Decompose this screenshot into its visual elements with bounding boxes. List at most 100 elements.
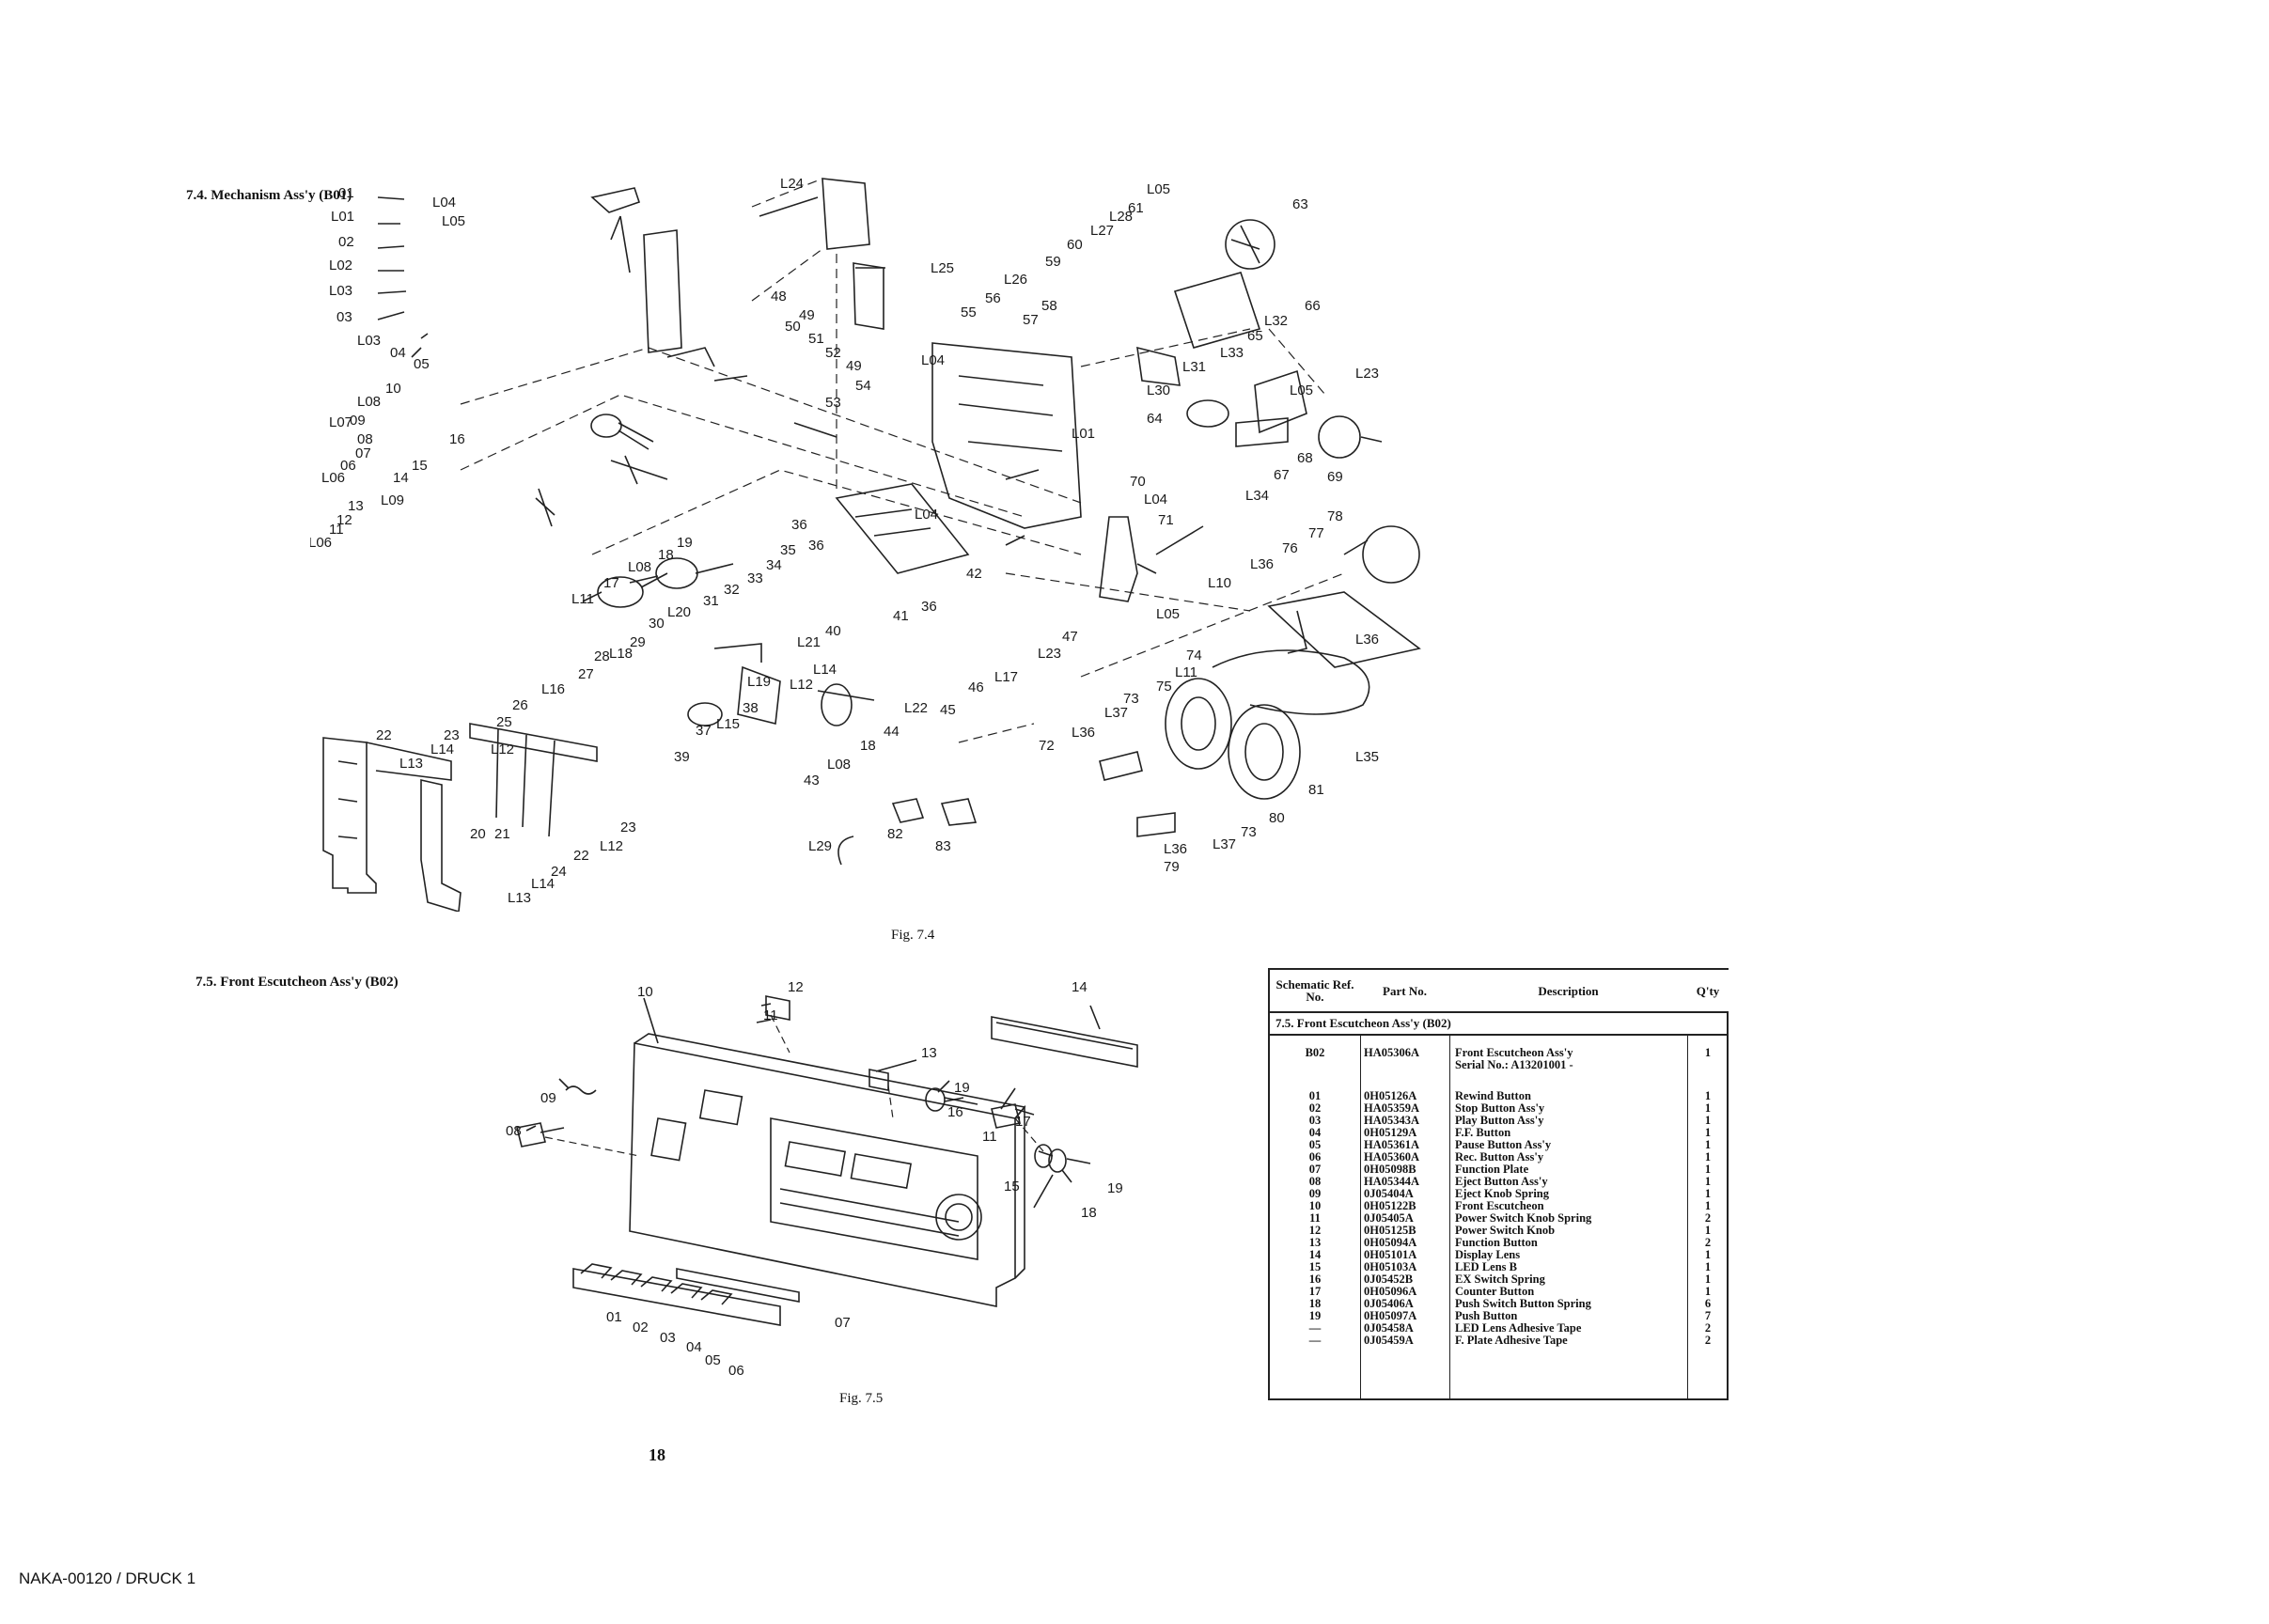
cell-description: Counter Button <box>1455 1285 1535 1298</box>
cell-description: Push Button <box>1455 1309 1518 1322</box>
callout: 03 <box>660 1330 676 1346</box>
callout: 09 <box>350 413 366 429</box>
callout: 39 <box>674 749 690 765</box>
cell-part: 0H05125B <box>1364 1224 1416 1237</box>
callout: 50 <box>785 319 801 335</box>
callout: 58 <box>1041 298 1057 314</box>
callout: 24 <box>551 864 567 880</box>
callout: 10 <box>385 381 401 397</box>
cell-ref: — <box>1308 1321 1322 1335</box>
callout: 22 <box>573 848 589 864</box>
cell-description: Display Lens <box>1455 1248 1521 1261</box>
fig75-callout-labels: 10 12 11 14 13 09 08 19 16 17 11 15 18 1… <box>506 979 1123 1379</box>
callout: 47 <box>1062 629 1078 645</box>
cell-ref: 02 <box>1308 1101 1322 1115</box>
callout: 51 <box>808 331 824 347</box>
cell-description: LED Lens B <box>1455 1260 1517 1273</box>
cell-part: 0H05094A <box>1364 1236 1417 1249</box>
callout: 48 <box>771 289 787 304</box>
callout: 37 <box>696 723 712 739</box>
callout: 33 <box>747 570 763 586</box>
callout: 82 <box>887 826 903 842</box>
callout: 32 <box>724 582 740 598</box>
callout: 02 <box>633 1320 649 1335</box>
cell-ref: 06 <box>1308 1150 1322 1163</box>
callout: 19 <box>1107 1180 1123 1196</box>
callout: 65 <box>1247 328 1263 344</box>
callout: L05 <box>1147 181 1170 197</box>
cell-qty: 2 <box>1704 1236 1712 1249</box>
fig75-front-escutcheon-diagram: 10 12 11 14 13 09 08 19 16 17 11 15 18 1… <box>506 979 1138 1379</box>
callout: 11 <box>763 1007 778 1023</box>
cell-qty: 1 <box>1704 1126 1712 1139</box>
cell-part: 0J05406A <box>1364 1297 1414 1310</box>
callout: L04 <box>1144 492 1167 508</box>
callout: 63 <box>1292 196 1308 212</box>
parts-table-section-label: 7.5. Front Escutcheon Ass'y (B02) <box>1270 1013 1727 1036</box>
cell-description: EX Switch Spring <box>1455 1273 1545 1286</box>
callout: L15 <box>716 716 740 732</box>
callout: L32 <box>1264 313 1288 329</box>
callout: 77 <box>1308 525 1324 541</box>
table-row: Serial No.: A13201001 - <box>1270 1059 1727 1071</box>
callout: 69 <box>1327 469 1343 485</box>
callout: 09 <box>540 1090 556 1106</box>
cell-part: HA05361A <box>1364 1138 1420 1151</box>
callout: 36 <box>921 599 937 615</box>
cell-description: Front Escutcheon Ass'y <box>1455 1046 1573 1059</box>
cell-ref: 04 <box>1308 1126 1322 1139</box>
callout: 07 <box>835 1315 851 1331</box>
callout: 36 <box>791 517 807 533</box>
callout: L14 <box>813 662 837 678</box>
callout: 66 <box>1305 298 1321 314</box>
callout: L07 <box>329 414 352 430</box>
callout: 35 <box>780 542 796 558</box>
callout: 38 <box>743 700 759 716</box>
cell-description: Power Switch Knob <box>1455 1224 1556 1237</box>
callout: 01 <box>606 1309 622 1325</box>
callout: 11 <box>329 522 344 538</box>
callout: 07 <box>355 445 371 461</box>
callout: L08 <box>357 394 381 410</box>
callout: L05 <box>442 213 465 229</box>
callout: L17 <box>994 669 1018 685</box>
callout: L31 <box>1182 359 1206 375</box>
fig74-callout-labels: 01 L01 02 L02 L03 03 L03 04 05 L04 L05 L… <box>310 176 1379 906</box>
cell-qty: 6 <box>1704 1297 1712 1310</box>
callout: L11 <box>1175 664 1197 680</box>
callout: L03 <box>357 333 381 349</box>
callout: 64 <box>1147 411 1163 427</box>
callout: L05 <box>1156 606 1180 622</box>
callout: 74 <box>1186 648 1202 664</box>
cell-ref: 01 <box>1308 1089 1322 1102</box>
callout: 11 <box>982 1129 997 1145</box>
fig75-caption: Fig. 7.5 <box>839 1391 884 1406</box>
callout: L26 <box>1004 272 1027 288</box>
section-title-front-escutcheon: 7.5. Front Escutcheon Ass'y (B02) <box>196 975 399 990</box>
callout: 49 <box>799 307 815 323</box>
parts-table-header: Schematic Ref. No. Part No. Description … <box>1270 970 1729 1013</box>
callout: 22 <box>376 727 392 743</box>
cell-ref: 11 <box>1309 1211 1321 1225</box>
cell-ref: 09 <box>1308 1187 1322 1200</box>
cell-qty: 1 <box>1704 1046 1712 1059</box>
callout: L04 <box>432 195 456 211</box>
callout: L25 <box>931 260 954 276</box>
callout: 18 <box>1081 1205 1097 1221</box>
callout: 16 <box>947 1104 963 1120</box>
callout: 56 <box>985 290 1001 306</box>
callout: L35 <box>1355 749 1379 765</box>
callout: L22 <box>904 700 928 716</box>
cell-description: Eject Knob Spring <box>1455 1187 1550 1200</box>
callout: 71 <box>1158 512 1174 528</box>
callout: L16 <box>541 681 565 697</box>
